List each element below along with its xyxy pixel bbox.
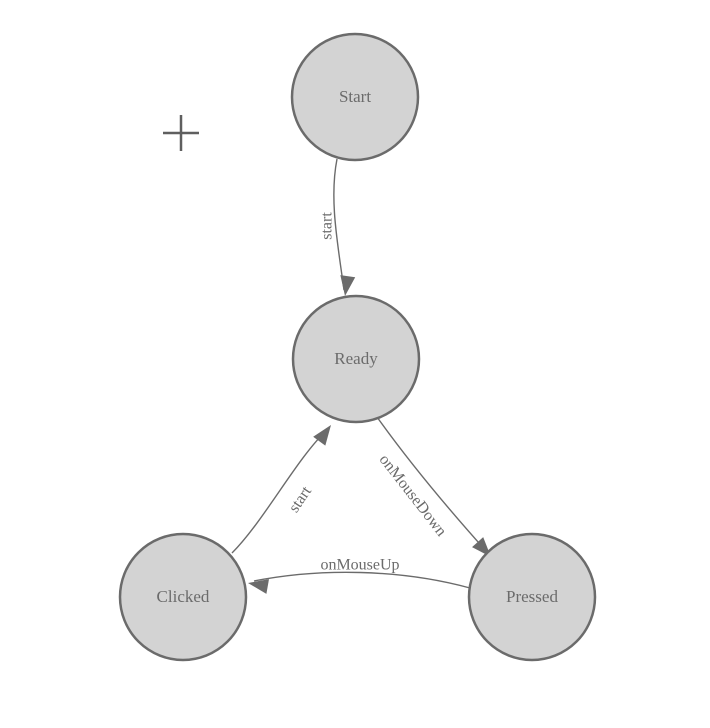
edge-line <box>376 416 488 553</box>
node-circle[interactable] <box>118 532 248 662</box>
edge-label: start <box>319 212 336 240</box>
edge-clicked-to-ready[interactable]: start <box>231 421 337 554</box>
node-start[interactable]: Start <box>290 32 420 162</box>
markers-layer <box>163 115 199 151</box>
edge-ready-to-pressed[interactable]: onMouseDown <box>376 416 497 562</box>
edge-label: onMouseUp <box>320 557 399 574</box>
node-circle[interactable] <box>291 294 421 424</box>
edge-label: start <box>286 483 316 516</box>
arrowhead-icon <box>248 579 269 594</box>
edge-line <box>231 429 328 554</box>
edge-line <box>253 571 471 589</box>
node-ready[interactable]: Ready <box>291 294 421 424</box>
edge-pressed-to-clicked[interactable]: onMouseUp <box>247 557 471 594</box>
node-clicked[interactable]: Clicked <box>118 532 248 662</box>
node-circle[interactable] <box>467 532 597 662</box>
plus-marker[interactable] <box>163 115 199 151</box>
edge-line <box>333 158 345 291</box>
node-circle[interactable] <box>290 32 420 162</box>
arrowhead-icon <box>340 275 356 296</box>
node-pressed[interactable]: Pressed <box>467 532 597 662</box>
edge-start-to-ready[interactable]: start <box>319 158 356 297</box>
arrowhead-icon <box>313 425 331 446</box>
